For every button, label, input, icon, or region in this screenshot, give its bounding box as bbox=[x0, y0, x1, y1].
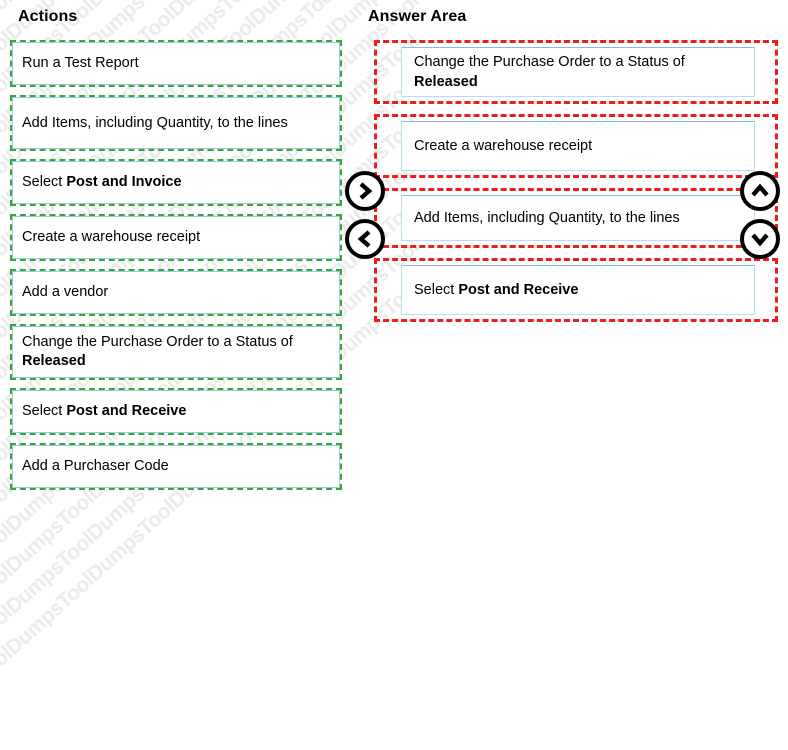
action-item[interactable]: Select Post and Receive bbox=[10, 388, 342, 435]
answer-slot[interactable]: Select Post and Receive bbox=[374, 258, 778, 322]
move-left-button[interactable] bbox=[345, 219, 385, 259]
item-label: Add a vendor bbox=[22, 284, 109, 300]
action-item-body[interactable]: Add a vendor bbox=[12, 271, 340, 314]
answer-slot[interactable]: Change the Purchase Order to a Status of… bbox=[374, 40, 778, 104]
action-item[interactable]: Change the Purchase Order to a Status of… bbox=[10, 324, 342, 380]
action-item-body[interactable]: Change the Purchase Order to a Status of… bbox=[12, 326, 340, 378]
chevron-up-icon bbox=[750, 181, 770, 201]
item-label: Change the Purchase Order to a Status of… bbox=[22, 334, 293, 369]
item-label-emphasis: Released bbox=[22, 353, 86, 369]
action-item[interactable]: Run a Test Report bbox=[10, 40, 342, 87]
chevron-left-icon bbox=[355, 229, 375, 249]
answer-slot[interactable]: Create a warehouse receipt bbox=[374, 114, 778, 178]
answer-area-list: Change the Purchase Order to a Status of… bbox=[374, 40, 778, 332]
item-label: Add Items, including Quantity, to the li… bbox=[414, 210, 680, 226]
action-item[interactable]: Add Items, including Quantity, to the li… bbox=[10, 95, 342, 151]
move-down-button[interactable] bbox=[740, 219, 780, 259]
answer-area-heading: Answer Area bbox=[368, 8, 467, 25]
item-label-emphasis: Post and Receive bbox=[66, 403, 187, 419]
action-item-body[interactable]: Add a Purchaser Code bbox=[12, 445, 340, 488]
answer-slot[interactable]: Add Items, including Quantity, to the li… bbox=[374, 188, 778, 248]
action-item[interactable]: Select Post and Invoice bbox=[10, 159, 342, 206]
item-label: Add a Purchaser Code bbox=[22, 458, 169, 474]
move-right-button[interactable] bbox=[345, 171, 385, 211]
answer-slot-body[interactable]: Change the Purchase Order to a Status of… bbox=[401, 47, 755, 97]
item-label-emphasis: Post and Invoice bbox=[66, 174, 182, 190]
item-label-emphasis: Post and Receive bbox=[458, 282, 579, 298]
item-label: Create a warehouse receipt bbox=[22, 229, 201, 245]
action-item[interactable]: Add a vendor bbox=[10, 269, 342, 316]
action-item-body[interactable]: Select Post and Receive bbox=[12, 390, 340, 433]
chevron-right-icon bbox=[355, 181, 375, 201]
move-up-button[interactable] bbox=[740, 171, 780, 211]
action-item-body[interactable]: Create a warehouse receipt bbox=[12, 216, 340, 259]
item-label: Run a Test Report bbox=[22, 55, 139, 71]
item-label: Change the Purchase Order to a Status of… bbox=[414, 54, 685, 90]
action-item-body[interactable]: Select Post and Invoice bbox=[12, 161, 340, 204]
action-item[interactable]: Create a warehouse receipt bbox=[10, 214, 342, 261]
answer-slot-body[interactable]: Add Items, including Quantity, to the li… bbox=[401, 195, 755, 241]
item-label-emphasis: Released bbox=[414, 74, 478, 90]
action-item-body[interactable]: Run a Test Report bbox=[12, 42, 340, 85]
answer-slot-body[interactable]: Select Post and Receive bbox=[401, 265, 755, 315]
item-label: Select Post and Receive bbox=[414, 282, 579, 298]
actions-column-heading: Actions bbox=[18, 8, 78, 25]
chevron-down-icon bbox=[750, 229, 770, 249]
item-label: Add Items, including Quantity, to the li… bbox=[22, 114, 288, 131]
item-label: Select Post and Invoice bbox=[22, 174, 182, 190]
answer-slot-body[interactable]: Create a warehouse receipt bbox=[401, 121, 755, 171]
item-label: Create a warehouse receipt bbox=[414, 138, 593, 154]
action-item-body[interactable]: Add Items, including Quantity, to the li… bbox=[12, 97, 340, 149]
action-item[interactable]: Add a Purchaser Code bbox=[10, 443, 342, 490]
item-label: Select Post and Receive bbox=[22, 403, 187, 419]
